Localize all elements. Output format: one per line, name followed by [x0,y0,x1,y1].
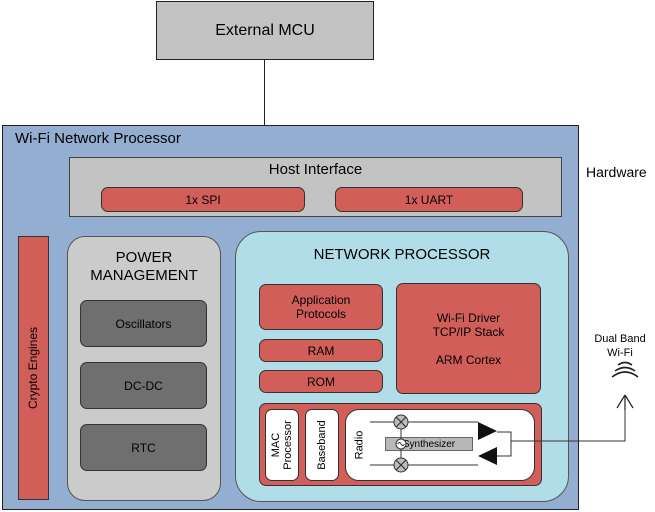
synthesizer-label: Synthesizer [402,438,456,450]
dual-band-line1: Dual Band [594,333,646,345]
ram-label: RAM [307,343,335,358]
external-mcu-box: External MCU [156,1,374,60]
rtc-block: RTC [80,424,207,471]
rx-amplifier-icon [478,447,497,465]
mixer-top-icon [393,414,409,430]
uart-block: 1x UART [335,187,523,212]
application-protocols-block: Application Protocols [259,284,383,330]
hardware-label: Hardware [586,164,647,180]
dual-band-wifi-label: Dual Band Wi-Fi [585,332,655,360]
radio-signal-lines [370,395,626,466]
application-protocols-line2: Protocols [295,307,347,321]
external-mcu-label: External MCU [215,21,315,39]
oscillator-icon [395,438,407,450]
uart-label: 1x UART [404,192,454,207]
dcdc-label: DC-DC [124,378,163,393]
tx-amplifier-icon [478,422,497,440]
dual-band-line2: Wi-Fi [607,347,633,359]
tcpip-stack-label: TCP/IP Stack [432,324,505,339]
mixer-bottom-icon [393,457,409,473]
oscillators-label: Oscillators [115,316,172,331]
application-protocols-line1: Application [291,293,351,307]
wifi-signal-icon [611,361,639,378]
rom-label: ROM [307,374,335,389]
power-management-title-line1: POWER [115,249,173,266]
wifi-driver-block: Wi-Fi Driver TCP/IP Stack ARM Cortex [396,283,541,394]
ram-block: RAM [259,339,383,362]
spi-block: 1x SPI [101,187,305,212]
mac-processor-block: MAC Processor [265,409,299,481]
power-management-title-line2: MANAGEMENT [90,267,198,284]
dcdc-block: DC-DC [80,362,207,409]
mcu-connector-line [264,60,265,125]
arm-cortex-label: ARM Cortex [435,352,502,367]
spi-label: 1x SPI [185,192,221,207]
wifi-driver-label: Wi-Fi Driver [436,310,501,325]
baseband-block: Baseband [305,409,339,481]
network-processor-title: NETWORK PROCESSOR [313,246,491,263]
oscillators-block: Oscillators [80,300,207,347]
antenna-icon [616,394,634,410]
wifi-network-processor-title: Wi-Fi Network Processor [15,130,181,147]
synthesizer-block: Synthesizer [385,437,473,451]
host-interface-title: Host Interface [268,161,363,178]
power-management-title: POWER MANAGEMENT [67,249,221,285]
crypto-engines-block: Crypto Engines [18,236,49,500]
rom-block: ROM [259,370,383,393]
rtc-label: RTC [131,440,156,455]
